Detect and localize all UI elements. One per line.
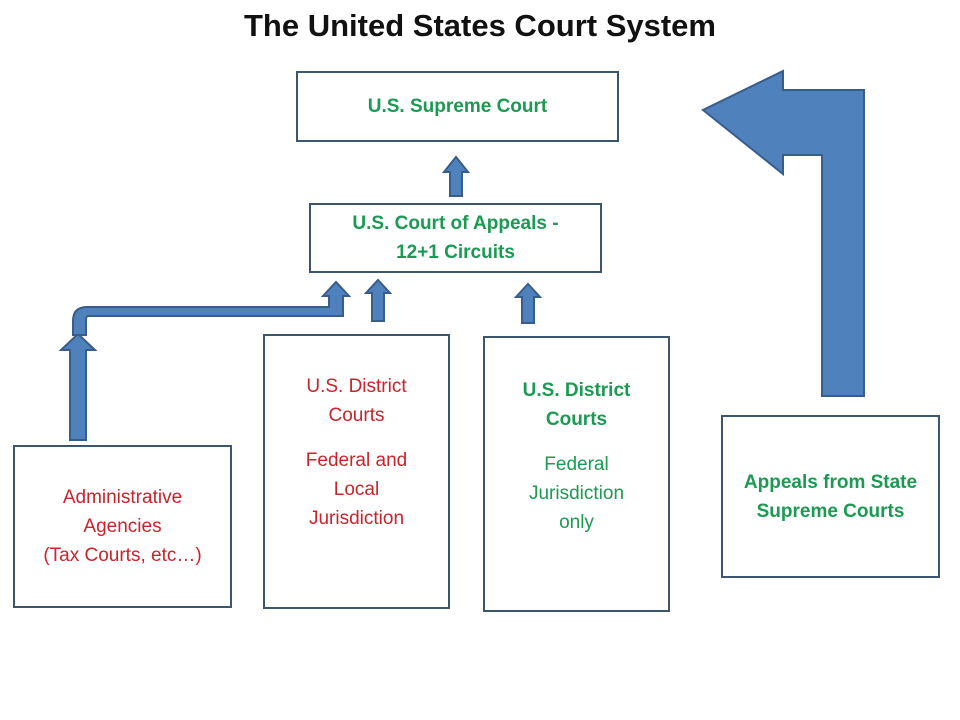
district-left-line4: Local [333, 479, 380, 500]
agencies-to-appeals-arrow [72, 280, 352, 336]
state-appeals-box: Appeals from State Supreme Courts [721, 415, 940, 578]
supreme-court-label: U.S. Supreme Court [367, 96, 548, 117]
district-left-to-appeals-arrow [363, 278, 393, 322]
district-courts-federal-local-box: U.S. District Courts Federal and Local J… [263, 334, 450, 609]
district-right-line4: Jurisdiction [528, 483, 625, 504]
district-right-line1: U.S. District [522, 380, 631, 401]
district-right-line2: Courts [545, 409, 608, 430]
district-right-line5: only [559, 512, 594, 533]
state-appeals-line2: Supreme Courts [756, 500, 905, 522]
district-left-line2: Courts [328, 405, 385, 426]
court-of-appeals-box: U.S. Court of Appeals - 12+1 Circuits [309, 203, 602, 273]
appeals-to-supreme-arrow [441, 155, 471, 197]
agencies-line3: (Tax Courts, etc…) [43, 545, 202, 566]
diagram-title: The United States Court System [244, 8, 716, 43]
state-appeals-line1: Appeals from State [743, 471, 918, 493]
district-left-line3: Federal and [305, 450, 408, 471]
state-appeals-bent-arrow [701, 69, 865, 397]
district-left-line5: Jurisdiction [308, 508, 405, 529]
agencies-up-arrow [58, 332, 98, 441]
district-right-to-appeals-arrow [513, 282, 543, 324]
district-left-line1: U.S. District [306, 376, 407, 397]
district-courts-federal-only-box: U.S. District Courts Federal Jurisdictio… [483, 336, 670, 612]
agencies-line1: Administrative [62, 487, 183, 508]
administrative-agencies-box: Administrative Agencies (Tax Courts, etc… [13, 445, 232, 608]
court-of-appeals-line2: 12+1 Circuits [396, 242, 515, 263]
district-right-line3: Federal [544, 454, 609, 475]
court-of-appeals-line1: U.S. Court of Appeals - [352, 213, 559, 234]
agencies-line2: Agencies [83, 516, 162, 537]
supreme-court-box: U.S. Supreme Court [296, 71, 619, 142]
